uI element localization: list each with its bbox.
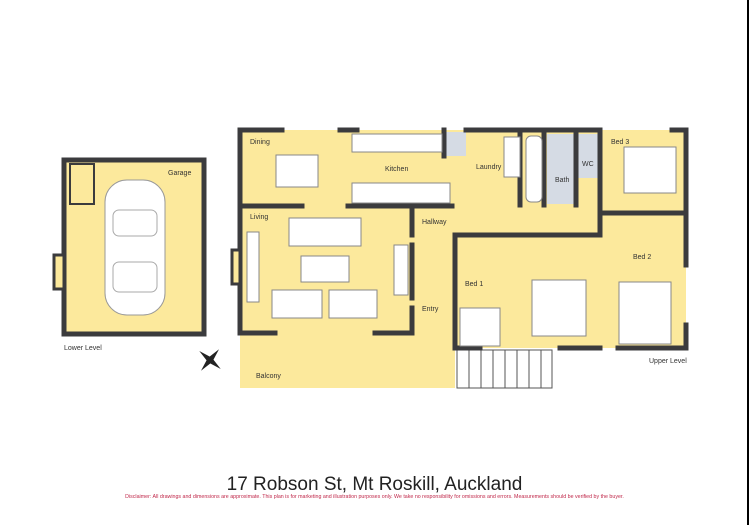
room-label-bed3: Bed 3 xyxy=(611,139,629,146)
room-label-bed2: Bed 2 xyxy=(633,254,651,261)
room-label-laundry: Laundry xyxy=(476,164,502,171)
property-address: 17 Robson St, Mt Roskill, Auckland xyxy=(226,474,523,495)
room-label-entry: Entry xyxy=(422,306,439,313)
level-label-upper: Upper Level xyxy=(649,358,687,365)
right-border xyxy=(747,0,749,525)
room-label-garage: Garage xyxy=(168,170,191,177)
room-label-dining: Dining xyxy=(250,139,270,146)
compass-icon xyxy=(199,349,221,371)
room-label-balcony: Balcony xyxy=(256,373,281,380)
room-label-kitchen: Kitchen xyxy=(385,166,408,173)
disclaimer: Disclaimer: All drawings and dimensions … xyxy=(125,494,624,500)
room-label-bed1: Bed 1 xyxy=(465,281,483,288)
level-label-lower: Lower Level xyxy=(64,345,102,352)
room-label-wc: WC xyxy=(582,161,594,168)
garage xyxy=(52,157,207,337)
upper-level xyxy=(230,127,689,389)
car-icon xyxy=(104,179,166,316)
room-label-bath: Bath xyxy=(555,177,570,184)
room-label-living: Living xyxy=(250,214,268,221)
room-label-hallway: Hallway xyxy=(422,219,447,226)
